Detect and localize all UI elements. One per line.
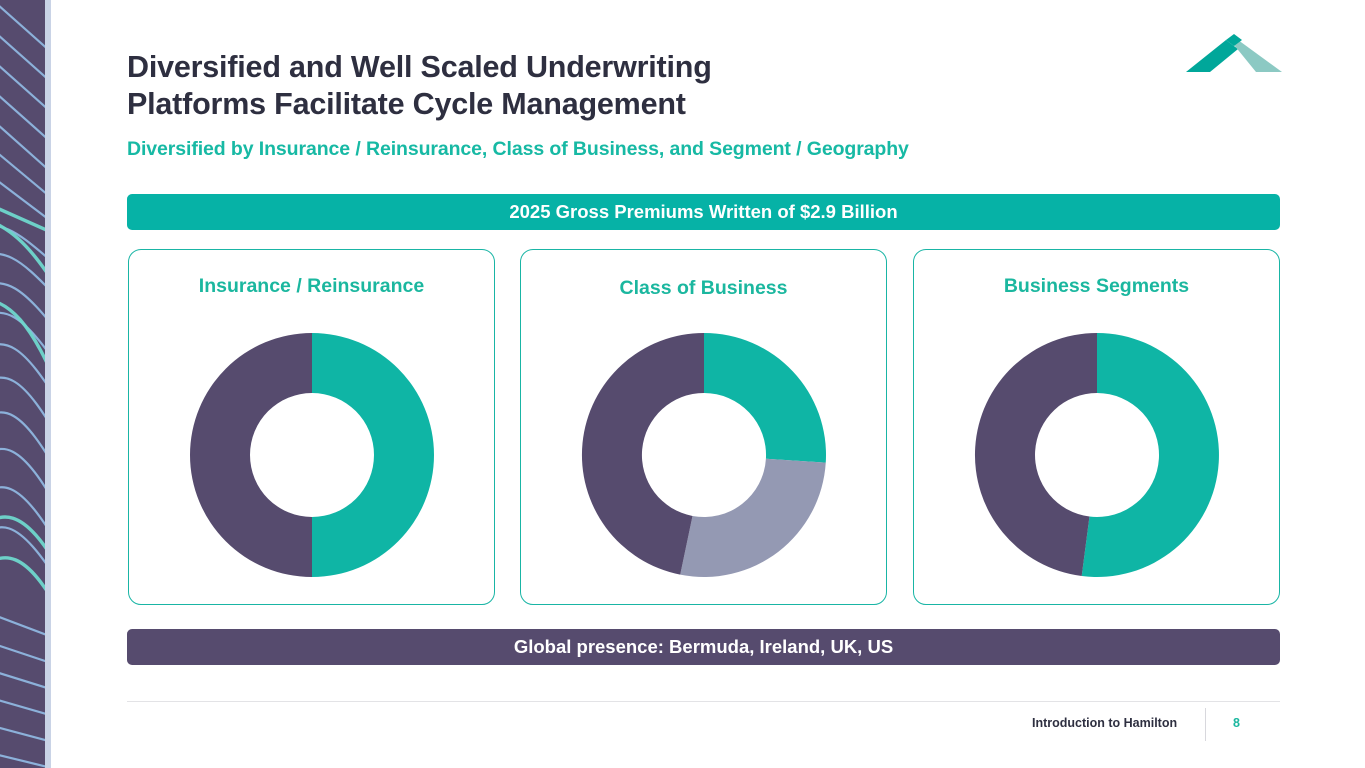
global-presence-banner: Global presence: Bermuda, Ireland, UK, U… — [127, 629, 1280, 665]
hamilton-logo — [1186, 30, 1282, 72]
page-title: Diversified and Well Scaled Underwriting… — [127, 49, 1027, 123]
donut-chart-class-of-business: Specialty 28% Property 24% Casualty 48% — [521, 250, 1307, 666]
card-class-of-business: Class of Business Specialty 28% Property… — [520, 249, 1307, 666]
page-title-line-2: Platforms Facilitate Cycle Management — [127, 87, 686, 121]
donut-slice-reinsurance — [189, 333, 312, 577]
donut-label-reinsurance-name: Reinsurance — [217, 764, 290, 768]
donut-slice-property — [703, 333, 826, 463]
donut-svg-1 — [189, 333, 434, 577]
donut-chart-insurance-reinsurance: Insurance 50% Reinsurance 50% — [129, 250, 494, 768]
edge-accent-strip — [45, 0, 51, 768]
card-title-class-of-business: Class of Business — [619, 277, 788, 299]
page-subtitle: Diversified by Insurance / Reinsurance, … — [127, 138, 909, 160]
decorative-edge-pattern — [0, 0, 45, 768]
page-title-line-1: Diversified and Well Scaled Underwriting — [127, 50, 712, 84]
card-insurance-reinsurance: Insurance / Reinsurance Insurance 50% Re… — [128, 249, 495, 768]
gross-premiums-banner: 2025 Gross Premiums Written of $2.9 Bill… — [127, 194, 1280, 230]
donut-label-reinsurance: Reinsurance 50% — [217, 764, 290, 768]
card-title-business-segments: Business Segments — [1003, 275, 1190, 297]
donut-slice-specialty — [581, 333, 704, 575]
footer-divider-rule — [127, 701, 1280, 702]
donut-label-insurance-name: Insurance — [325, 605, 383, 620]
hamilton-chevron-logo-icon — [1186, 34, 1282, 72]
card-business-segments: Business Segments International 52% Berm… — [913, 249, 1280, 605]
card-title-insurance-reinsurance: Insurance / Reinsurance — [198, 275, 425, 297]
donut-chart-business-segments: International 52% Bermuda 48% — [914, 250, 1279, 604]
edge-line-pattern-svg — [0, 5, 45, 768]
donut-svg-3 — [974, 333, 1219, 577]
donut-slice-international — [1081, 333, 1219, 577]
footer-deck-title: Introduction to Hamilton — [1032, 716, 1178, 730]
footer-vertical-divider — [1205, 708, 1206, 741]
donut-slice-insurance — [311, 333, 434, 577]
footer-page-number: 8 — [1233, 716, 1240, 730]
donut-svg-2 — [581, 333, 826, 578]
donut-slice-bermuda — [974, 333, 1097, 577]
donut-slice-casualty — [679, 458, 826, 578]
